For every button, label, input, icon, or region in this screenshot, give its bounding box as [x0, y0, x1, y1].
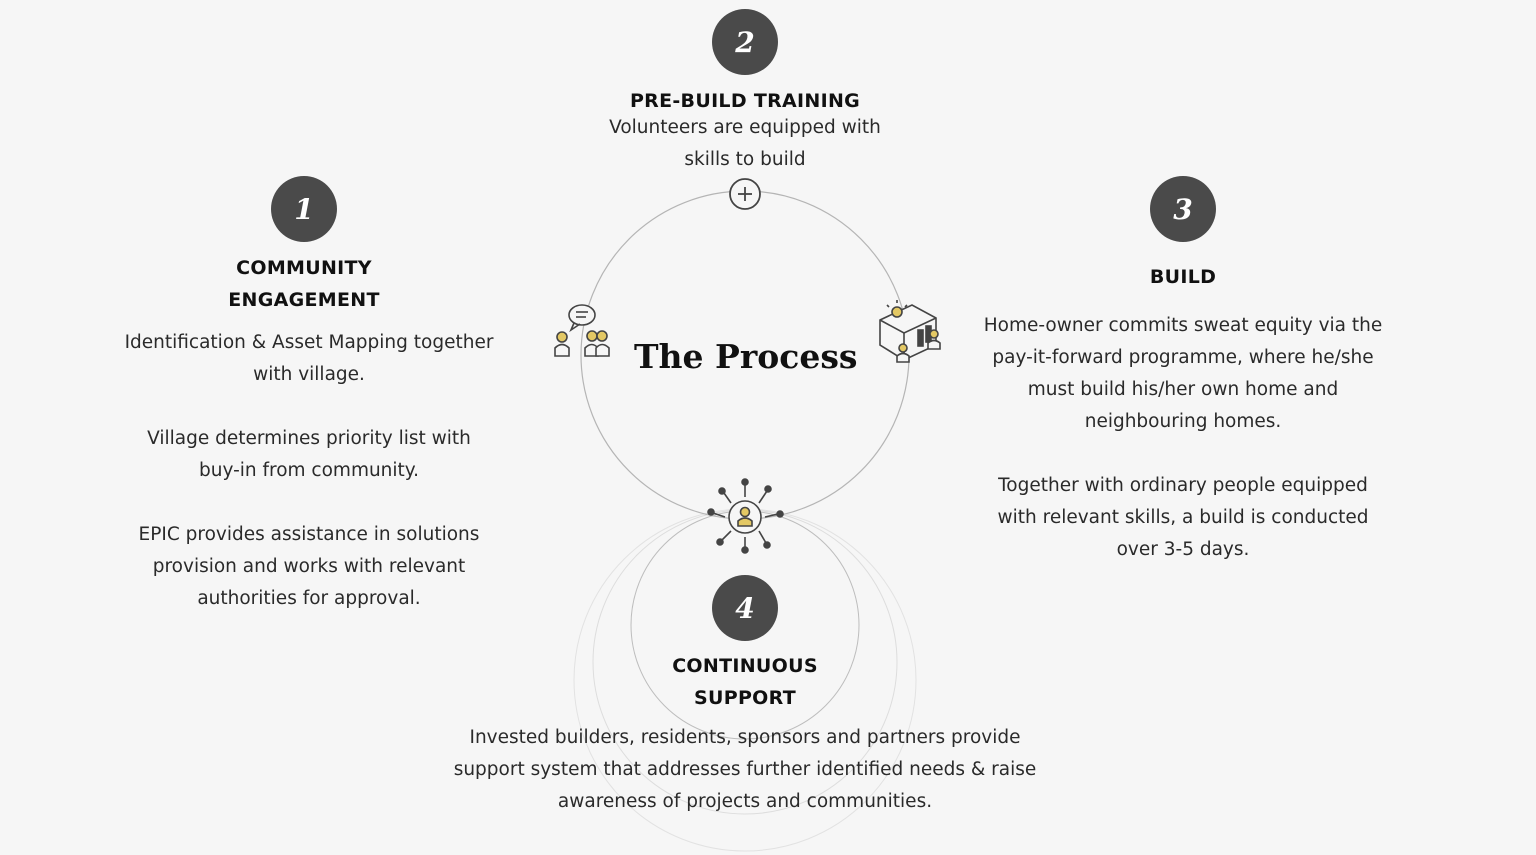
step-4-title: CONTINUOUS SUPPORT: [672, 655, 818, 709]
house-build-icon: [879, 300, 941, 363]
step-3-description: Home-owner commits sweat equity via the …: [983, 315, 1383, 560]
step-3-badge: 3: [1150, 176, 1216, 242]
step-4-number: 4: [735, 591, 755, 625]
plus-circle-icon: [729, 178, 761, 210]
step-1-description: Identification & Asset Mapping together …: [124, 332, 494, 609]
step-3-title: BUILD: [1149, 266, 1217, 288]
step-1-badge: 1: [271, 176, 337, 242]
step-1-number: 1: [294, 192, 314, 226]
step-4-description: Invested builders, residents, sponsors a…: [453, 727, 1037, 812]
step-3-number: 3: [1173, 192, 1193, 226]
step-4-badge: 4: [712, 575, 778, 641]
step-2-title: PRE-BUILD TRAINING: [629, 90, 861, 112]
support-network-icon: [707, 478, 784, 554]
step-2-description: Volunteers are equipped with skills to b…: [609, 117, 881, 170]
step-2-number: 2: [735, 25, 755, 59]
center-title: The Process: [634, 337, 858, 376]
community-chat-icon: [554, 304, 610, 357]
step-1-title: COMMUNITY ENGAGEMENT: [228, 257, 380, 311]
step-2-badge: 2: [712, 9, 778, 75]
